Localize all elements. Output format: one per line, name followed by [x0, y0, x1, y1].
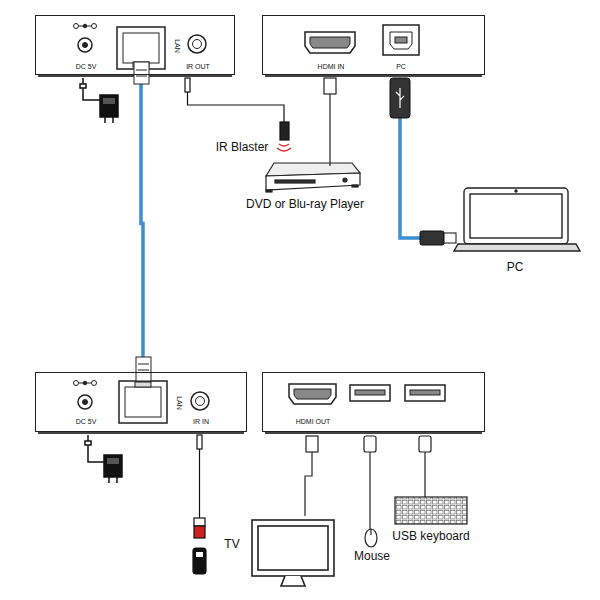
mouse — [364, 436, 377, 547]
port-label: IR IN — [193, 418, 209, 425]
device-label: IR Blaster — [216, 141, 269, 154]
port-label: DC 5V — [76, 418, 97, 425]
extender-panel: DC 5V LAN IR IN — [35, 372, 247, 432]
rj45-port — [119, 381, 167, 423]
device-label: TV — [224, 538, 239, 551]
ir-receiver — [193, 435, 206, 574]
device-label: Mouse — [354, 550, 390, 563]
port-label: HDMI OUT — [296, 418, 331, 425]
ir-jack — [188, 35, 206, 53]
device-label: USB keyboard — [392, 530, 469, 543]
usb-a-port — [350, 385, 445, 401]
hdmi-port — [305, 32, 355, 53]
port-label: LAN — [176, 396, 183, 410]
device-label: PC — [507, 261, 524, 274]
laptop — [454, 188, 580, 251]
panel-base — [38, 75, 482, 434]
tv — [252, 520, 334, 586]
dvd-player — [266, 163, 360, 192]
hdmi-cable — [324, 78, 336, 166]
port-label: LAN — [174, 39, 181, 53]
device-label: DVD or Blu-ray Player — [246, 198, 364, 211]
port-label: PC — [396, 63, 406, 70]
hdmi-cable — [305, 436, 318, 516]
usb-cable — [390, 78, 456, 245]
keyboard — [395, 436, 467, 524]
port-label: HDMI IN — [318, 63, 345, 70]
extender-panel: HDMI IN PC — [262, 15, 485, 75]
hdmi-port — [289, 384, 336, 404]
ir-jack — [191, 392, 209, 410]
dc-jack — [74, 24, 97, 53]
dc-jack — [74, 381, 97, 410]
ir-blaster — [185, 78, 291, 151]
usb-b-port — [383, 25, 419, 55]
port-label: DC 5V — [76, 63, 97, 70]
rj45-plug — [134, 62, 151, 381]
lan-cable — [141, 75, 143, 372]
port-label: IR OUT — [186, 63, 210, 70]
extender-panel: HDMI OUT — [262, 372, 485, 432]
extender-panel: DC 5V LAN IR OUT — [35, 15, 235, 75]
